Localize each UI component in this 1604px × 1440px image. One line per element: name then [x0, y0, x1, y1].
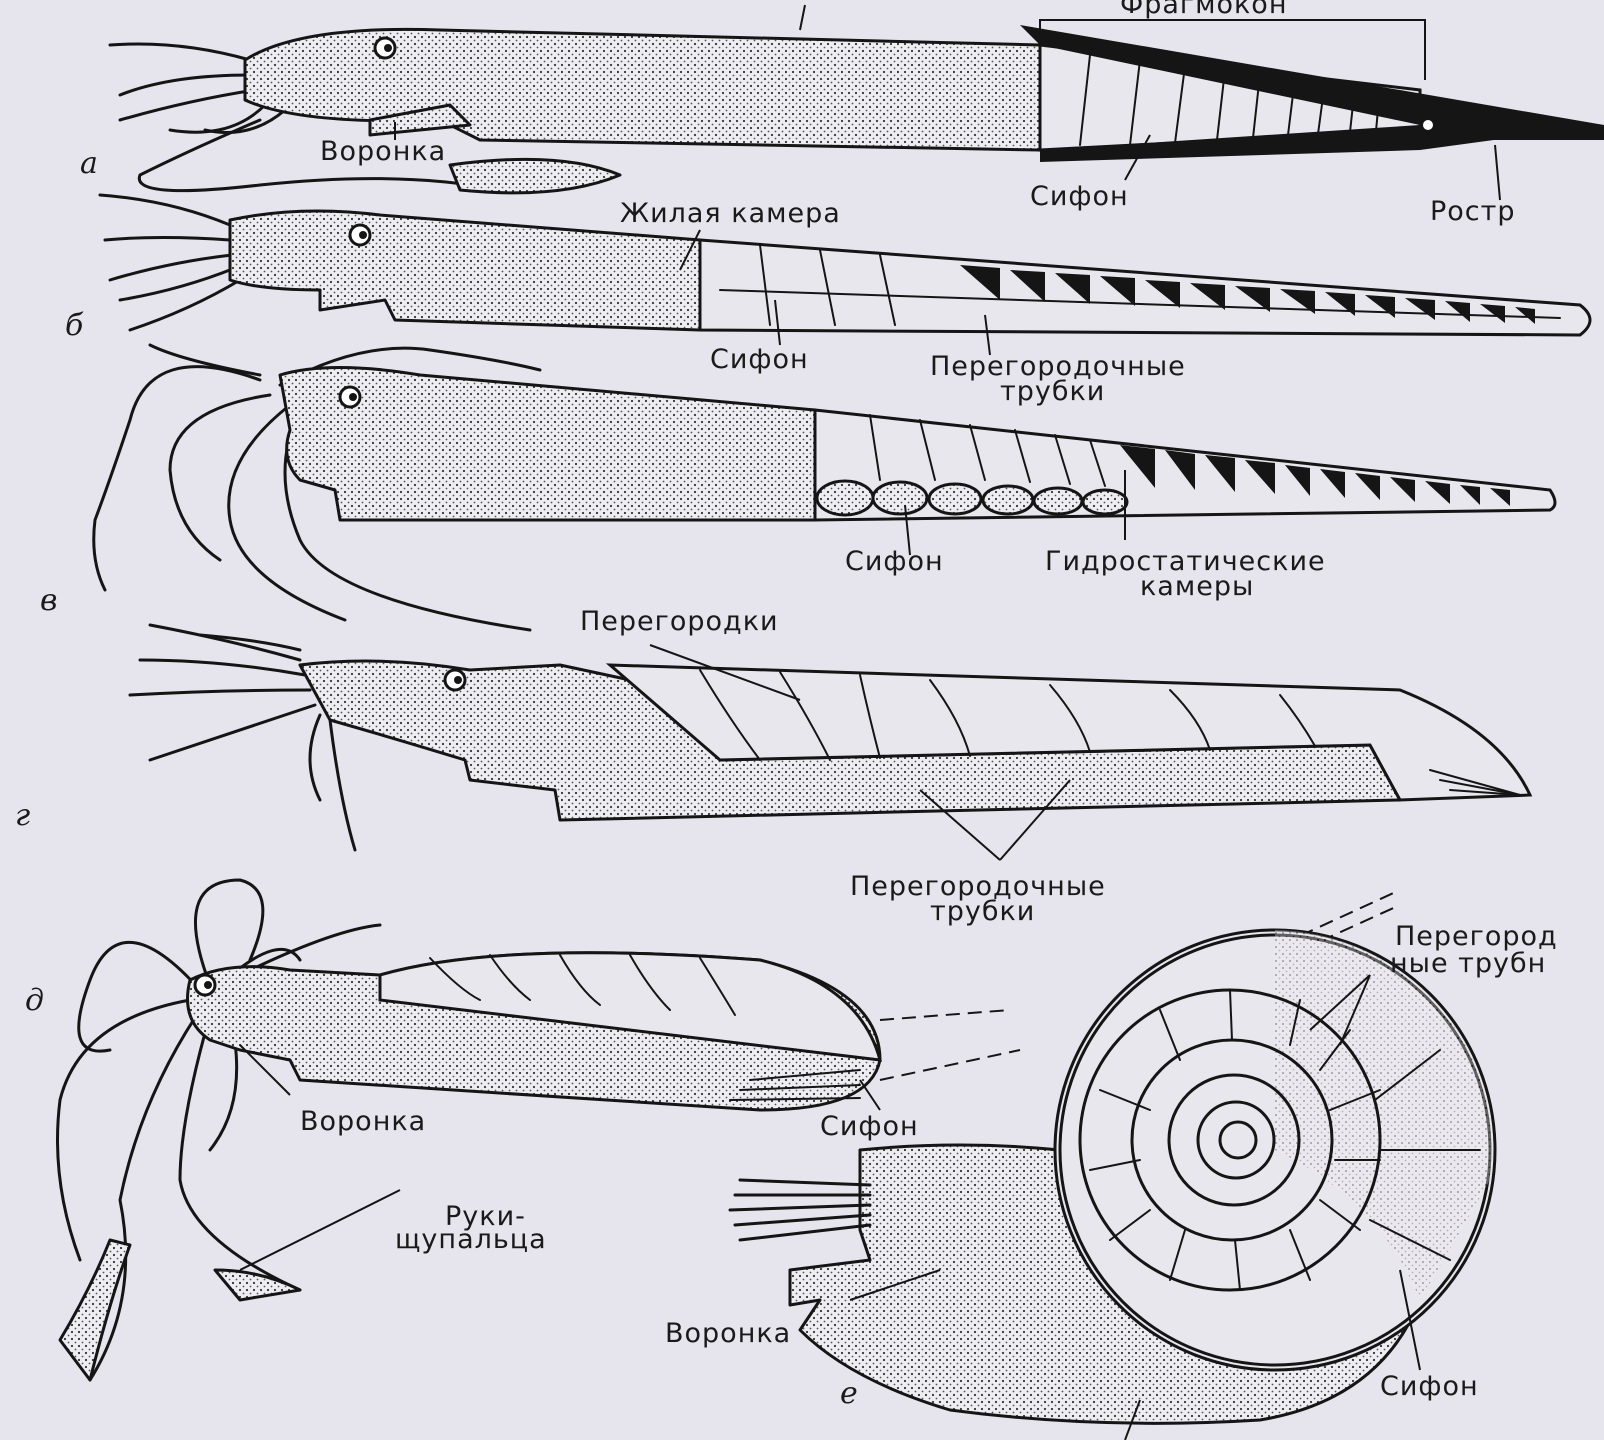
- panel-a: а Фрагмокон Воронка Сифон Ростр: [80, 0, 1604, 227]
- label-hydrostatic-chambers-2: камеры: [1140, 571, 1254, 602]
- panel-a-letter: а: [80, 146, 98, 181]
- label-funnel-a: Воронка: [320, 136, 446, 167]
- label-siphon-d: Сифон: [820, 1111, 919, 1142]
- label-siphon-b: Сифон: [710, 344, 809, 375]
- label-septal-tubes-b-2: трубки: [1000, 376, 1105, 407]
- label-arm-tentacles-2: щупальца: [395, 1224, 547, 1255]
- label-funnel-d: Воронка: [300, 1106, 426, 1137]
- label-septal-tubes-e-2: ные трубн: [1390, 948, 1546, 979]
- label-funnel-e: Воронка: [665, 1318, 791, 1349]
- panel-e-letter: е: [840, 1376, 858, 1411]
- panel-c: в Сифон Гидростатические камеры: [40, 345, 1555, 630]
- label-phragmocone: Фрагмокон: [1120, 0, 1287, 20]
- panel-g-letter: г: [15, 798, 30, 833]
- label-septal-tubes-g-2: трубки: [930, 896, 1035, 927]
- panel-c-letter: в: [40, 583, 57, 618]
- panel-d-letter: д: [25, 983, 44, 1018]
- label-siphon-a: Сифон: [1030, 181, 1129, 212]
- label-rostrum: Ростр: [1430, 196, 1516, 227]
- panel-g: г Перегородки Перегородочные трубки: [15, 606, 1530, 927]
- label-septa: Перегородки: [580, 606, 779, 637]
- panel-b-letter: б: [65, 308, 84, 343]
- label-siphon-c: Сифон: [845, 546, 944, 577]
- label-living-chamber: Жилая камера: [620, 198, 841, 229]
- label-siphon-e: Сифон: [1380, 1371, 1479, 1402]
